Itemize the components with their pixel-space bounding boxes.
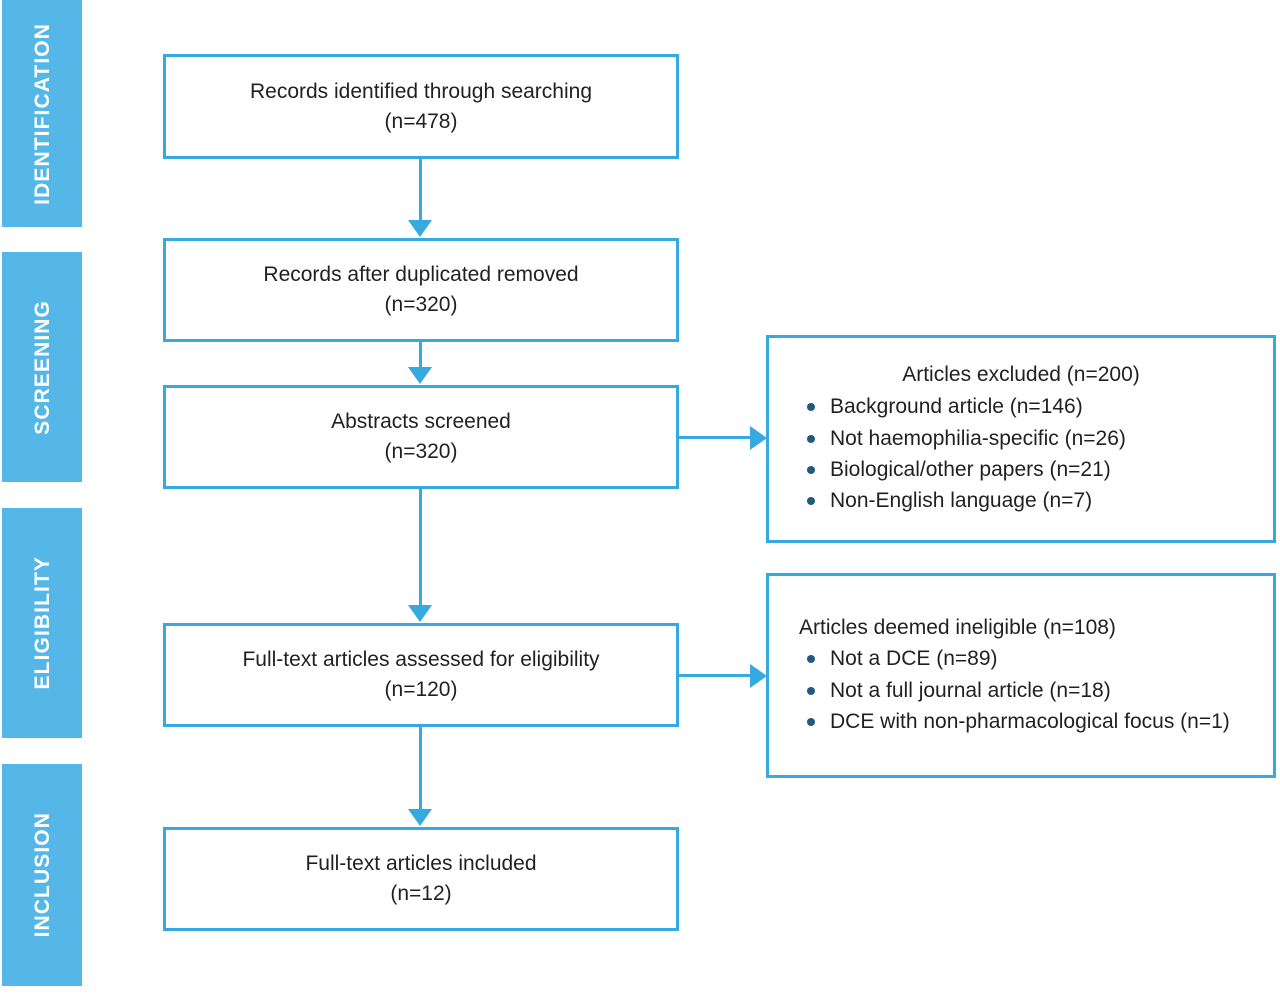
flow-box-abstracts-screened: Abstracts screened (n=320) [163, 385, 679, 489]
stage-band-eligibility: ELIGIBILITY [2, 508, 82, 738]
exclusion-reason-list: Background article (n=146) Not haemophil… [769, 390, 1273, 518]
exclusion-reason-item: DCE with non-pharmacological focus (n=1) [803, 707, 1259, 736]
exclusion-reason-item: Not a full journal article (n=18) [803, 676, 1259, 705]
stage-band-screening: SCREENING [2, 252, 82, 482]
arrow-head-down-icon [408, 220, 432, 237]
flow-box-line-primary: Records identified through searching [249, 79, 593, 103]
arrow-head-right-icon [750, 426, 767, 450]
flow-box-line-count: (n=320) [384, 293, 458, 316]
flow-box-line-count: (n=478) [384, 109, 458, 133]
connector-duplicates-to-abstracts [419, 342, 422, 368]
stage-band-label: INCLUSION [30, 812, 54, 938]
flow-box-line-count: (n=12) [390, 882, 452, 905]
exclusion-box-title: Articles deemed ineligible (n=108) [799, 615, 1116, 639]
exclusion-reason-item: Biological/other papers (n=21) [803, 455, 1259, 484]
arrow-head-right-icon [750, 664, 767, 688]
flow-box-full-text-assessed: Full-text articles assessed for eligibil… [163, 623, 679, 727]
exclusion-reason-item: Not a DCE (n=89) [803, 644, 1259, 673]
stage-band-inclusion: INCLUSION [2, 764, 82, 986]
flow-box-line-primary: Abstracts screened [331, 410, 511, 434]
flow-box-records-after-duplicates: Records after duplicated removed (n=320) [163, 238, 679, 342]
exclusion-reason-list: Not a DCE (n=89) Not a full journal arti… [769, 642, 1273, 738]
exclusion-box-articles-ineligible: Articles deemed ineligible (n=108) Not a… [766, 573, 1276, 778]
flow-box-line-primary: Full-text articles assessed for eligibil… [242, 648, 600, 672]
stage-band-label: SCREENING [30, 299, 54, 435]
connector-identified-to-duplicates [419, 159, 422, 221]
exclusion-box-articles-excluded: Articles excluded (n=200) Background art… [766, 335, 1276, 543]
stage-band-identification: IDENTIFICATION [2, 0, 82, 227]
connector-abstracts-to-fulltext [419, 489, 422, 606]
flow-box-full-text-included: Full-text articles included (n=12) [163, 827, 679, 931]
flow-box-records-identified: Records identified through searching (n=… [163, 54, 679, 159]
connector-fulltext-to-ineligible [679, 674, 751, 677]
connector-fulltext-to-included [419, 727, 422, 810]
stage-band-label: IDENTIFICATION [30, 22, 54, 205]
exclusion-reason-item: Background article (n=146) [803, 392, 1259, 421]
arrow-head-down-icon [408, 809, 432, 826]
exclusion-box-title: Articles excluded (n=200) [902, 363, 1140, 387]
connector-abstracts-to-excluded [679, 436, 751, 439]
flow-box-line-count: (n=320) [384, 440, 458, 463]
flow-box-line-primary: Full-text articles included [305, 852, 537, 876]
flow-box-line-count: (n=120) [384, 678, 458, 701]
arrow-head-down-icon [408, 367, 432, 384]
arrow-head-down-icon [408, 605, 432, 622]
exclusion-reason-item: Non-English language (n=7) [803, 486, 1259, 515]
stage-band-label: ELIGIBILITY [30, 556, 54, 690]
flow-box-line-primary: Records after duplicated removed [263, 263, 579, 287]
exclusion-reason-item: Not haemophilia-specific (n=26) [803, 424, 1259, 453]
